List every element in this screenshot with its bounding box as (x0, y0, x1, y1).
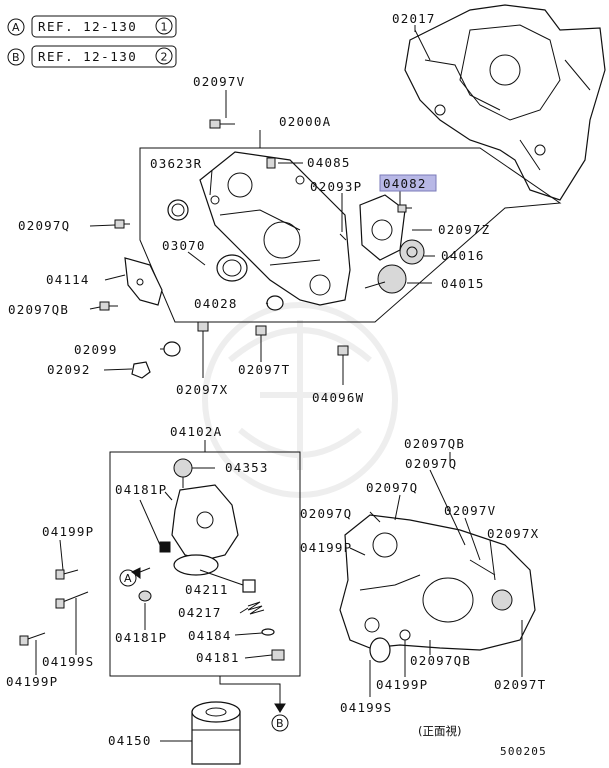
oil-pan-housing-part (339, 514, 536, 663)
bolt-02097Q-left (114, 219, 130, 229)
spring-04217 (247, 601, 265, 615)
pump-gear-04016 (399, 239, 425, 265)
label-02097Z[interactable]: 02097Z (438, 222, 490, 237)
bolt-02097QB-left (99, 301, 118, 311)
label-04082[interactable]: 04082 (383, 176, 427, 191)
label-02097QB-bot[interactable]: 02097QB (410, 653, 471, 668)
bolt-04096W (337, 345, 349, 370)
label-02097Q-right2[interactable]: 02097Q (366, 480, 418, 495)
label-04015[interactable]: 04015 (441, 276, 485, 291)
oil-filter-part (191, 701, 241, 765)
label-02097QB-left[interactable]: 02097QB (8, 302, 69, 317)
label-02097V-top[interactable]: 02097V (193, 74, 245, 89)
gasket-02092 (131, 361, 151, 379)
label-02097T-top[interactable]: 02097T (238, 362, 290, 377)
svg-text:B: B (12, 51, 20, 64)
label-02092[interactable]: 02092 (47, 362, 91, 377)
oil-filter-bracket-box (109, 451, 301, 677)
pin-02093P (339, 233, 347, 241)
part-labels: 02017 02097V 02000A 03623R 04085 02093P … (6, 11, 546, 748)
label-02017[interactable]: 02017 (392, 11, 436, 26)
label-02099[interactable]: 02099 (74, 342, 118, 357)
label-02097X-right[interactable]: 02097X (487, 526, 539, 541)
label-04199P-bot[interactable]: 04199P (6, 674, 58, 689)
label-04217[interactable]: 04217 (178, 605, 222, 620)
bolt-04199P-left (55, 569, 79, 580)
label-03623R[interactable]: 03623R (150, 156, 202, 171)
bolt-02097X-top (197, 321, 209, 345)
label-04096W[interactable]: 04096W (312, 390, 364, 405)
label-02000A[interactable]: 02000A (279, 114, 331, 129)
bolt-02097T-top (255, 325, 267, 350)
marker-a[interactable]: A (119, 569, 137, 587)
label-04181P-bot[interactable]: 04181P (115, 630, 167, 645)
label-04211[interactable]: 04211 (185, 582, 229, 597)
leader-lines (35, 25, 523, 742)
svg-text:A: A (12, 21, 20, 34)
label-02097Q-right3[interactable]: 02097Q (300, 506, 352, 521)
label-04016[interactable]: 04016 (441, 248, 485, 263)
label-02097QB-right[interactable]: 02097QB (404, 436, 465, 451)
bolt-04199P-bot (19, 632, 46, 646)
oil-filter-bracket-part (159, 484, 239, 576)
bolt-04199S-left (55, 591, 89, 609)
label-04181[interactable]: 04181 (196, 650, 240, 665)
highlight-04082 (379, 174, 437, 192)
plug-04181 (271, 649, 285, 661)
svg-text:2: 2 (161, 51, 168, 64)
view-note: (正面視) (418, 724, 461, 738)
front-case-box (139, 147, 562, 323)
label-02097T-right[interactable]: 02097T (494, 677, 546, 692)
label-04199P-left[interactable]: 04199P (42, 524, 94, 539)
label-04114[interactable]: 04114 (46, 272, 90, 287)
ref-b[interactable]: B REF. 12-130 2 (7, 45, 177, 68)
plug-04211 (242, 579, 256, 593)
label-04085[interactable]: 04085 (307, 155, 351, 170)
label-04181P-top[interactable]: 04181P (115, 482, 167, 497)
bolt-02097Z (397, 204, 412, 213)
sensor-04353 (173, 458, 193, 488)
plug-04085 (266, 157, 276, 169)
label-04150[interactable]: 04150 (108, 733, 152, 748)
plug-04181P-bot (138, 590, 152, 602)
label-04353[interactable]: 04353 (225, 460, 269, 475)
diagram-id: 500205 (500, 745, 547, 758)
ref-a[interactable]: A REF. 12-130 1 (7, 15, 177, 38)
label-02097X-top[interactable]: 02097X (176, 382, 228, 397)
svg-text:REF. 12-130: REF. 12-130 (38, 19, 137, 34)
svg-text:REF. 12-130: REF. 12-130 (38, 49, 137, 64)
bracket-04114 (124, 257, 163, 306)
label-04199S-left[interactable]: 04199S (42, 654, 94, 669)
bolt-02097V-top (209, 119, 235, 129)
marker-b[interactable]: B (271, 714, 289, 732)
seal-03623R (167, 199, 189, 221)
oring-02099 (163, 341, 181, 357)
svg-text:A: A (124, 572, 132, 585)
valve-04184 (261, 628, 275, 636)
seal-03070 (216, 254, 248, 282)
svg-text:1: 1 (161, 21, 168, 34)
label-04028[interactable]: 04028 (194, 296, 238, 311)
pump-gear-04015 (364, 264, 407, 294)
front-case-part (199, 151, 351, 306)
label-04199S-right[interactable]: 04199S (340, 700, 392, 715)
oring-04028 (266, 295, 284, 311)
label-02097V-right[interactable]: 02097V (444, 503, 496, 518)
svg-text:B: B (276, 717, 284, 730)
engine-block-part (404, 4, 606, 201)
label-02097Q-left[interactable]: 02097Q (18, 218, 70, 233)
label-02093P[interactable]: 02093P (310, 179, 362, 194)
label-04199P-right[interactable]: 04199P (376, 677, 428, 692)
label-04102A[interactable]: 04102A (170, 424, 222, 439)
label-03070[interactable]: 03070 (162, 238, 206, 253)
label-02097Q-right1[interactable]: 02097Q (405, 456, 457, 471)
label-04199P-mid[interactable]: 04199P (300, 540, 352, 555)
label-04184[interactable]: 04184 (188, 628, 232, 643)
